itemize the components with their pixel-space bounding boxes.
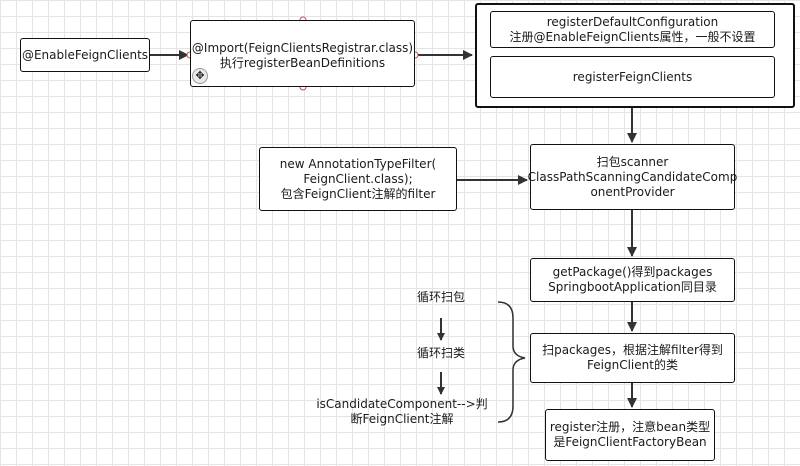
register-default-configuration-line2: 注册@EnableFeignClients属性，一般不设置	[509, 29, 756, 44]
scanner-line3: onentProvider	[590, 184, 675, 199]
annotation-type-filter-line3: 包含FeignClient注解的filter	[280, 186, 436, 201]
register-default-configuration-line1: registerDefaultConfiguration	[546, 14, 719, 29]
annotation-type-filter-line2: FeignClient.class);	[303, 171, 413, 186]
annotation-type-filter-node[interactable]: new AnnotationTypeFilter( FeignClient.cl…	[259, 147, 457, 211]
import-registrar-line2: 执行registerBeanDefinitions	[219, 56, 386, 70]
import-registrar-line1: @Import(FeignClientsRegistrar.class)	[191, 41, 414, 55]
scanner-line2: ClassPathScanningCandidateComp	[527, 169, 738, 184]
register-bean-line2: 是FeignClientFactoryBean	[553, 435, 707, 449]
annotation-type-filter-line1: new AnnotationTypeFilter(	[279, 156, 437, 171]
enable-feign-clients-node[interactable]: @EnableFeignClients	[20, 38, 150, 72]
scanner-node[interactable]: 扫包scanner ClassPathScanningCandidateComp…	[527, 144, 738, 210]
candidate-component-annotation[interactable]: isCandidateComponent-->判 断FeignClient注解	[316, 397, 488, 427]
scan-packages-line1: 扫packages，根据注解filter得到	[542, 343, 723, 357]
get-package-line2: SpringbootApplication同目录	[548, 280, 717, 294]
register-default-configuration-node[interactable]: registerDefaultConfiguration 注册@EnableFe…	[490, 11, 775, 48]
register-feign-clients-node[interactable]: registerFeignClients	[490, 56, 775, 98]
register-bean-line1: register注册，注意bean类型	[549, 420, 711, 434]
scanner-line1: 扫包scanner	[596, 154, 669, 169]
scan-packages-line2: FeignClient的类	[587, 358, 678, 372]
move-cursor-icon[interactable]: ✥	[192, 68, 208, 84]
scan-packages-node[interactable]: 扫packages，根据注解filter得到 FeignClient的类	[530, 333, 735, 383]
enable-feign-clients-label: @EnableFeignClients	[21, 47, 149, 62]
candidate-component-line1: isCandidateComponent-->判	[316, 397, 488, 411]
register-bean-node[interactable]: register注册，注意bean类型 是FeignClientFactoryB…	[545, 409, 715, 461]
get-package-node[interactable]: getPackage()得到packages SpringbootApplica…	[530, 258, 735, 302]
import-registrar-node[interactable]: @Import(FeignClientsRegistrar.class) 执行r…	[190, 20, 415, 87]
candidate-component-line2: 断FeignClient注解	[350, 412, 454, 426]
get-package-line1: getPackage()得到packages	[552, 265, 713, 279]
loop-package-annotation[interactable]: 循环扫包	[416, 290, 465, 304]
register-feign-clients-label: registerFeignClients	[572, 69, 693, 84]
loop-class-annotation[interactable]: 循环扫类	[416, 346, 465, 360]
brace	[497, 301, 526, 423]
